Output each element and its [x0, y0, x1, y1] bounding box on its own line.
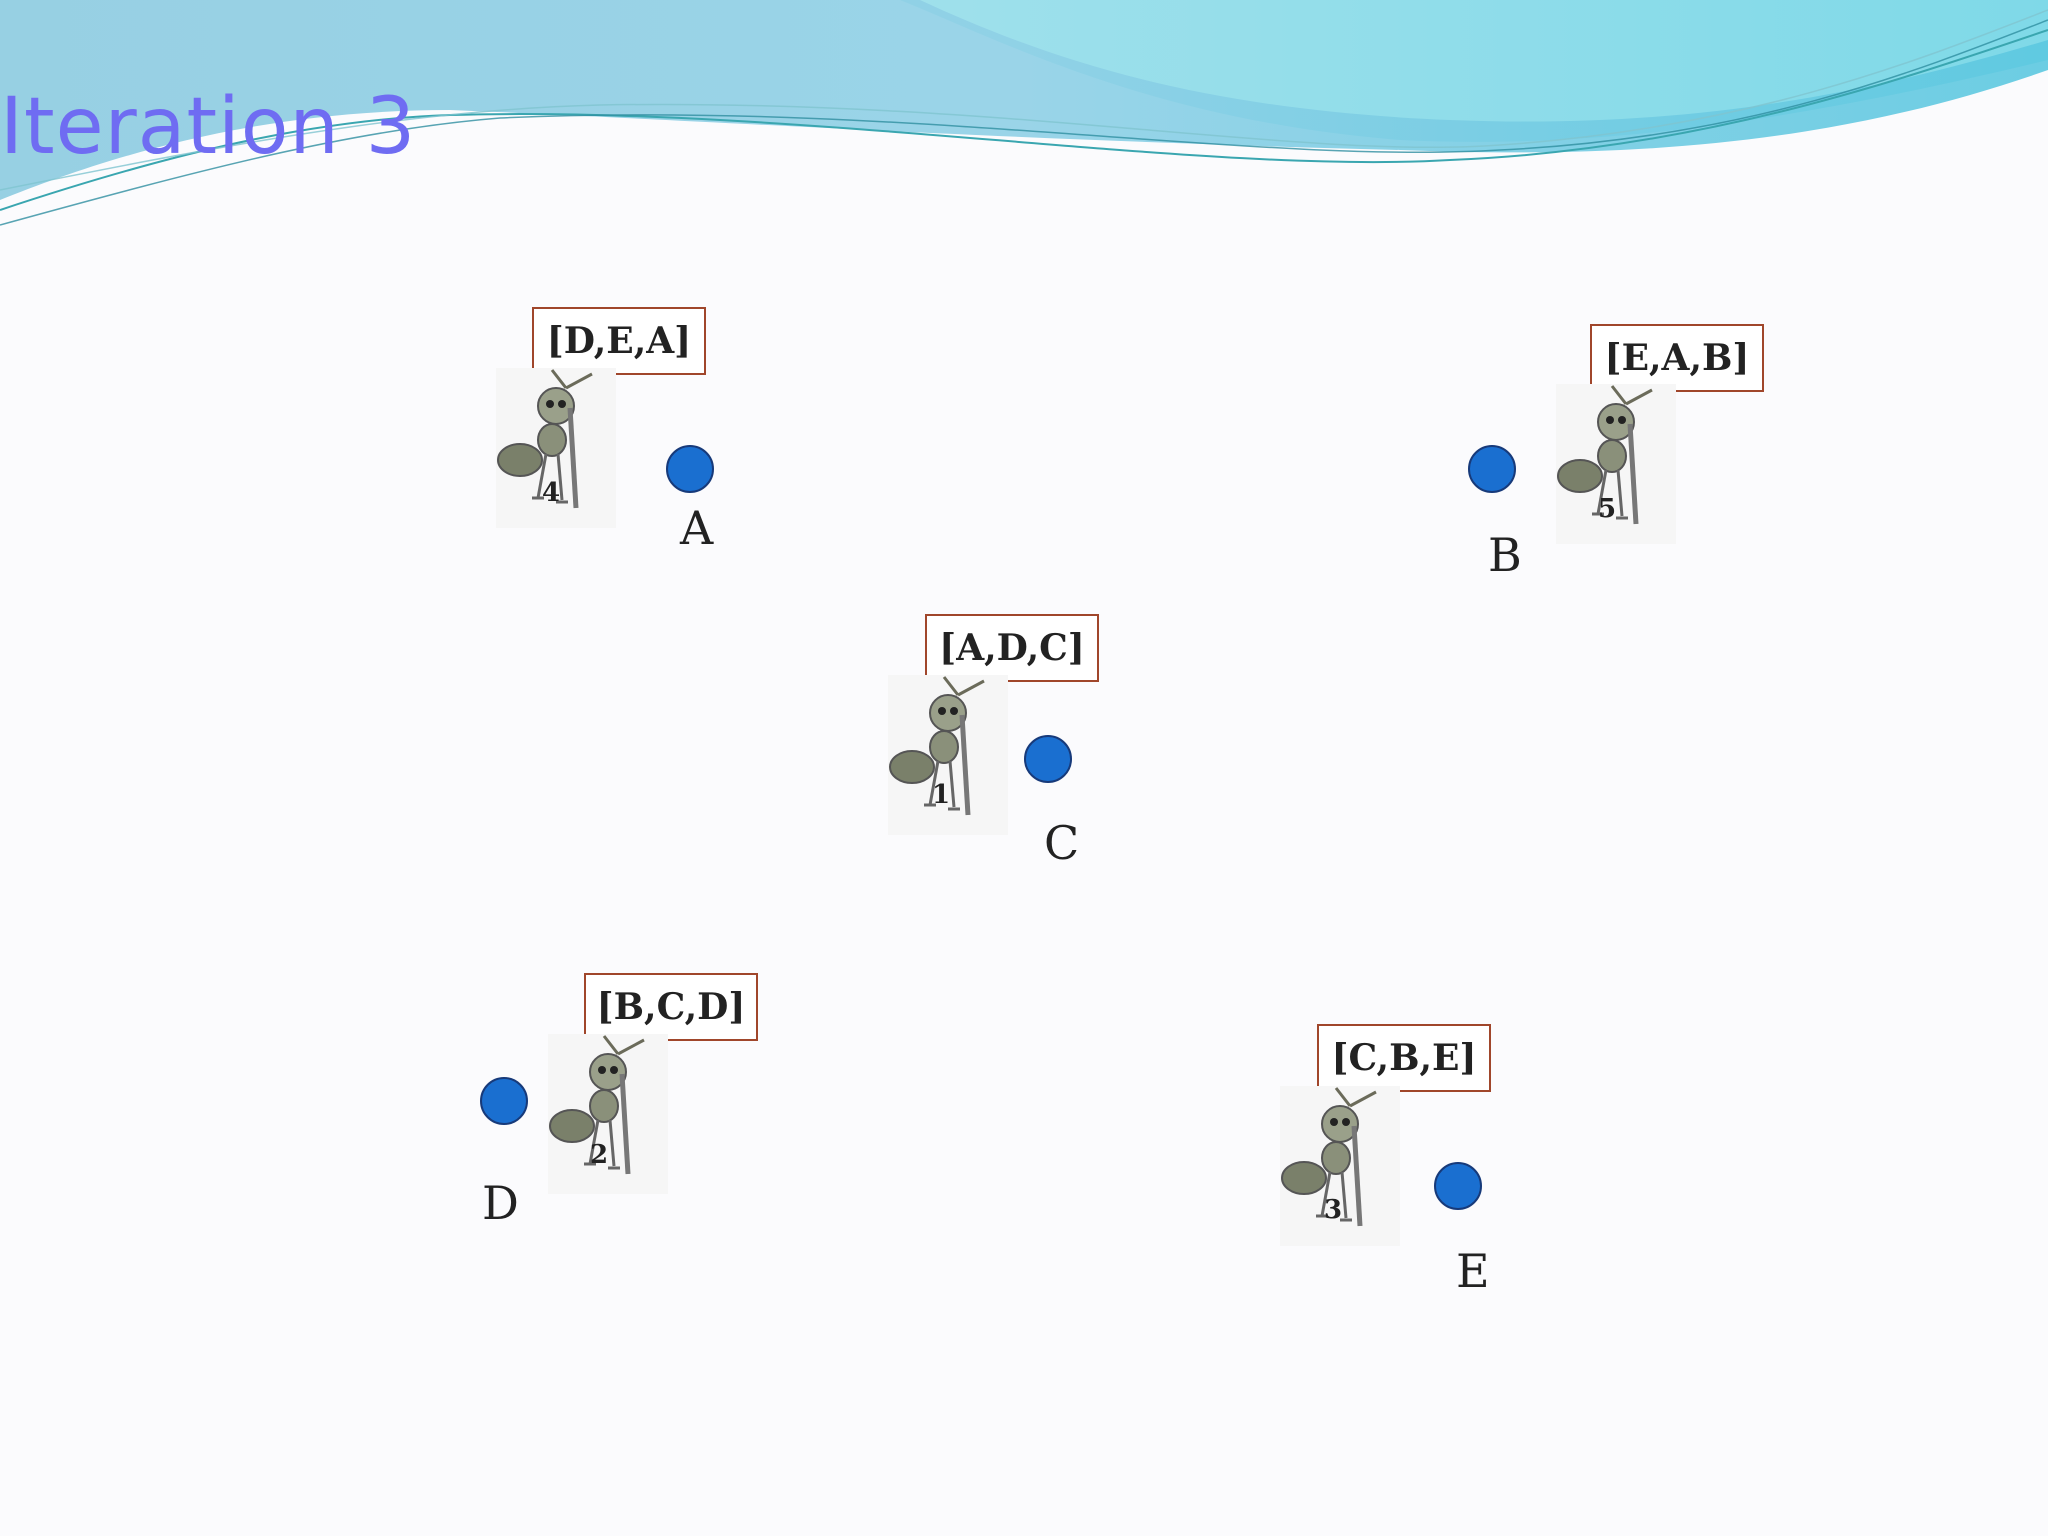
- ant-2-tour-box: [B,C,D]: [584, 973, 758, 1041]
- ant-3-tour-box: [C,B,E]: [1317, 1024, 1491, 1092]
- ant-3-number: 3: [1324, 1195, 1343, 1225]
- ant-1-tour-box: [A,D,C]: [925, 614, 1099, 682]
- node-e-label: E: [1456, 1244, 1490, 1298]
- ant-5-number: 5: [1598, 494, 1617, 524]
- node-a: [666, 445, 714, 493]
- ant-icon: [888, 675, 1008, 835]
- ant-icon: [496, 368, 616, 528]
- ant-5-tour-box: [E,A,B]: [1590, 324, 1764, 392]
- node-c: [1024, 735, 1072, 783]
- slide-title: Iteration 3: [0, 82, 417, 172]
- node-b-label: B: [1488, 528, 1522, 582]
- ant-icon: [1280, 1086, 1400, 1246]
- header-wave-decoration: [0, 0, 2048, 226]
- ant-icon: [1556, 384, 1676, 544]
- ant-4-number: 4: [542, 478, 561, 508]
- node-d: [480, 1077, 528, 1125]
- node-e: [1434, 1162, 1482, 1210]
- ant-1-number: 1: [932, 780, 951, 810]
- node-c-label: C: [1044, 816, 1080, 870]
- ant-icon: [548, 1034, 668, 1194]
- node-a-label: A: [680, 501, 714, 555]
- ant-2-number: 2: [590, 1140, 609, 1170]
- node-d-label: D: [482, 1176, 519, 1230]
- ant-4-tour-box: [D,E,A]: [532, 307, 706, 375]
- node-b: [1468, 445, 1516, 493]
